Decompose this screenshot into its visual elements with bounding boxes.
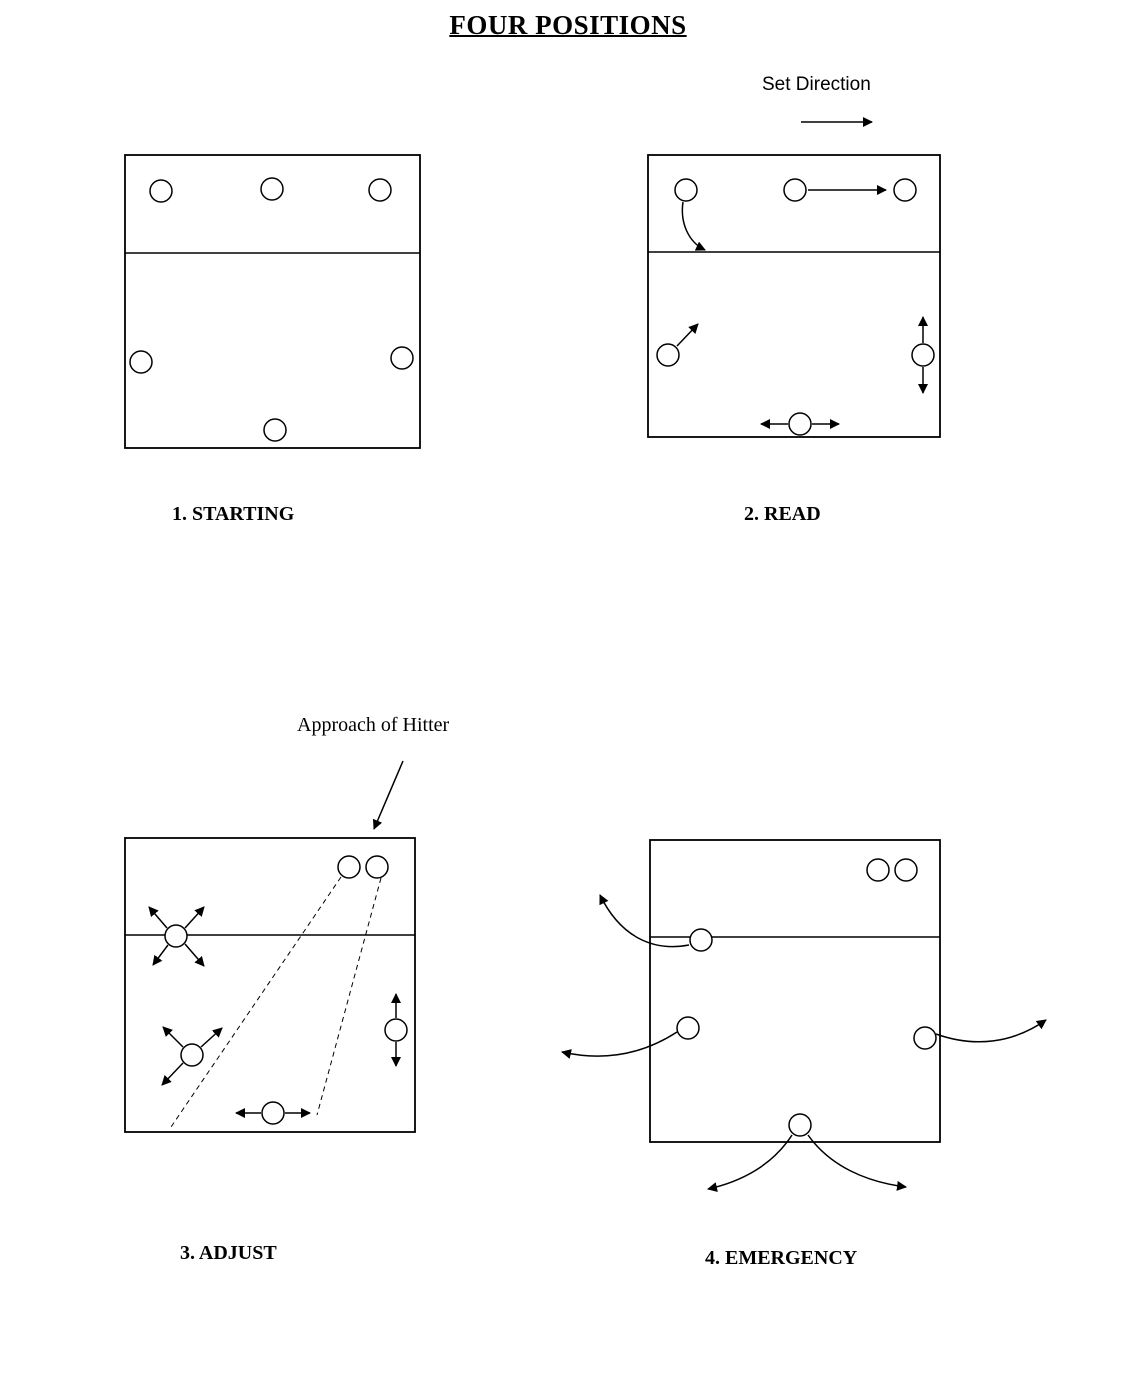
player-circle [260,177,284,201]
diagram-starting [124,154,421,449]
movement-arrow [162,1026,184,1048]
hitter-circle [894,858,918,882]
player-circle [149,179,173,203]
diagram-emergency-caption: 4. EMERGENCY [705,1247,858,1269]
player-circle [788,1113,812,1137]
diagram-read-caption: 2. READ [744,503,821,525]
attack-angle-dashed-line [316,877,382,1116]
court-outline [124,154,421,449]
player-circle [893,178,917,202]
movement-arrow [184,906,205,929]
movement-arrow [161,1062,184,1086]
movement-arrow [200,1027,223,1048]
diagram-emergency [561,839,1047,1192]
player-circle [261,1101,285,1125]
player-circle [384,1018,408,1042]
court-outline [124,837,416,1133]
player-circle [263,418,287,442]
diagram-read [647,154,941,438]
player-circle [129,350,153,374]
escape-arrow [707,1134,793,1192]
player-circle [689,928,713,952]
player-circle [911,343,935,367]
escape-arrow [561,1031,678,1059]
approach-of-hitter-label: Approach of Hitter [297,714,450,736]
set-direction-label: Set Direction [762,74,871,95]
player-circle [180,1043,204,1067]
movement-arrow [681,201,706,251]
player-circle [783,178,807,202]
court-outline [649,839,941,1143]
escape-arrow [935,1019,1047,1043]
movement-arrow [184,943,205,967]
court-outline [647,154,941,438]
hitter-circle [365,855,389,879]
player-circle [368,178,392,202]
diagram-adjust [124,837,416,1133]
hitter-circle [337,855,361,879]
player-circle [164,924,188,948]
player-circle [788,412,812,436]
escape-arrow [807,1134,907,1191]
movement-arrow [148,906,168,929]
movement-arrow [152,944,169,966]
player-circle [676,1016,700,1040]
hitter-circle [866,858,890,882]
player-circle [390,346,414,370]
escape-arrow [599,894,690,948]
page-title: FOUR POSITIONS [449,10,687,40]
diagram-adjust-caption: 3. ADJUST [180,1242,277,1264]
player-circle [913,1026,937,1050]
player-circle [656,343,680,367]
approach-of-hitter-arrow [372,760,404,830]
movement-arrow [676,323,699,347]
player-circle [674,178,698,202]
diagram-starting-caption: 1. STARTING [172,503,295,525]
